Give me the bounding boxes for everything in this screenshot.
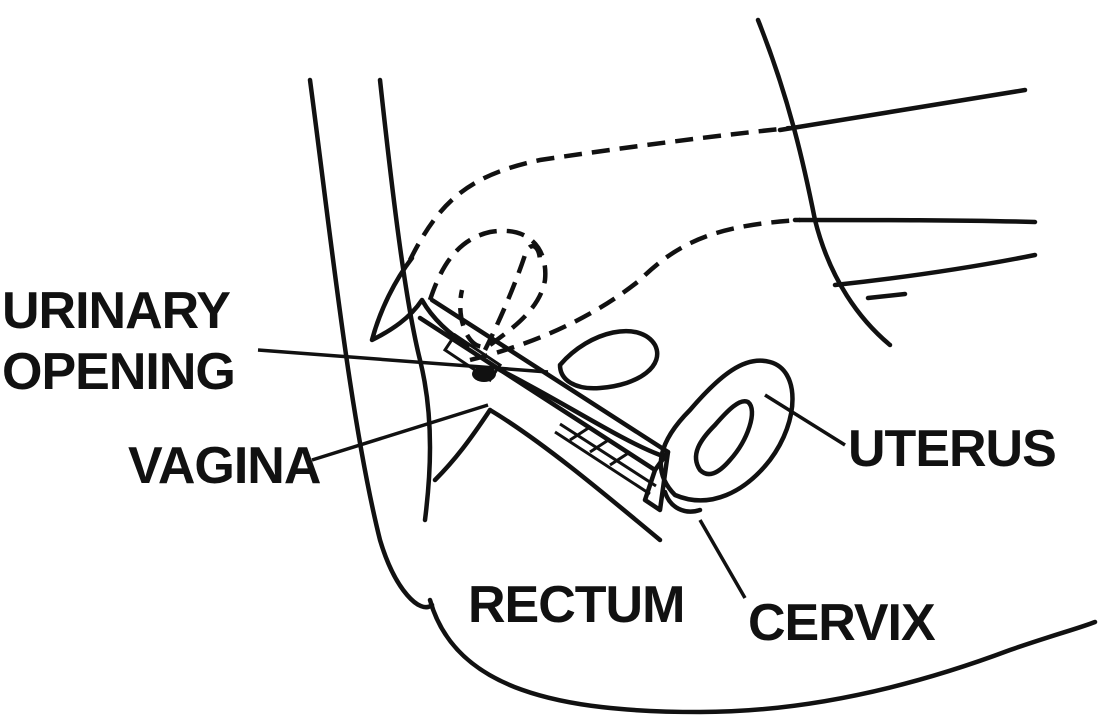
- mid-body-line: [795, 220, 1035, 222]
- label-urinary: URINARY: [2, 282, 230, 340]
- lower-body-line: [835, 255, 1035, 285]
- inner-loop-dashed: [485, 246, 540, 350]
- vaginal-wall-upper: [500, 370, 660, 455]
- uterus-inner: [696, 401, 752, 474]
- leader-uterus: [765, 395, 845, 445]
- label-cervix: CERVIX: [748, 594, 936, 652]
- label-uterus: UTERUS: [848, 420, 1056, 478]
- leader-cervix: [700, 520, 745, 598]
- label-vagina: VAGINA: [128, 437, 321, 495]
- applicator-shaft-bottom: [432, 300, 668, 452]
- bladder-loop: [560, 331, 657, 388]
- thigh-outline-outer: [310, 80, 432, 607]
- label-rectum: RECTUM: [468, 576, 684, 634]
- upper-body-line: [780, 90, 1025, 130]
- label-opening: OPENING: [2, 343, 235, 401]
- labia-outline: [372, 258, 468, 345]
- upper-dashed-organ: [470, 220, 800, 360]
- uterus-outer: [661, 361, 793, 501]
- leader-urinary: [258, 350, 548, 372]
- small-body-dash: [868, 294, 905, 298]
